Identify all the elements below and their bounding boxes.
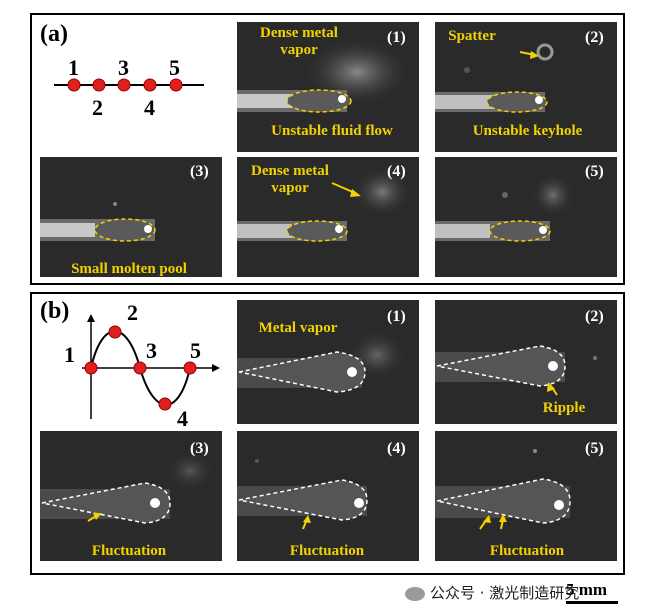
frame-b1-top-annotation: Metal vapor: [258, 320, 338, 336]
watermark-text: 公众号 · 激光制造研究: [430, 584, 580, 602]
panel-b-sine-diagram: [82, 314, 220, 419]
frame-b2-number: (2): [585, 308, 604, 325]
point-5: [183, 361, 197, 375]
point-2: [92, 78, 106, 92]
frame-b1: [237, 300, 419, 424]
frame-a1-top-annotation: Dense metal vapor: [260, 25, 338, 58]
frame-b1-number: (1): [387, 308, 406, 325]
scale-bar-line: [566, 601, 618, 604]
point-3: [117, 78, 131, 92]
diagram-a-label-4: 4: [144, 95, 155, 120]
frame-a4-number: (4): [387, 163, 406, 180]
frame-b2-bottom-annotation: Ripple: [542, 400, 586, 416]
frame-a3-bottom-annotation: Small molten pool: [71, 261, 187, 277]
frame-a5: [435, 157, 617, 277]
panel-a-label: (a): [40, 21, 68, 47]
diagram-b-label-5: 5: [190, 338, 201, 363]
point-4: [158, 397, 172, 411]
frame-a2: [435, 22, 617, 152]
diagram-b-label-1: 1: [64, 342, 75, 367]
frame-b5-bottom-annotation: Fluctuation: [489, 543, 565, 559]
frame-b5: [435, 431, 617, 561]
frame-a3-number: (3): [190, 163, 209, 180]
wechat-icon: [405, 586, 425, 601]
frame-a2-top-annotation: Spatter: [448, 28, 496, 44]
frame-a4-top-annotation: Dense metal vapor: [251, 163, 329, 196]
frame-a1: [237, 22, 419, 152]
frame-b4-bottom-annotation: Fluctuation: [289, 543, 365, 559]
scale-bar-label: 5 mm: [566, 580, 608, 599]
diagram-a-label-2: 2: [92, 95, 103, 120]
frame-b5-number: (5): [585, 440, 604, 457]
frame-a2-bottom-annotation: Unstable keyhole: [472, 123, 583, 139]
diagram-b-label-3: 3: [146, 338, 157, 363]
frame-a5-number: (5): [585, 163, 604, 180]
diagram-a-label-3: 3: [118, 55, 129, 80]
frame-b3-bottom-annotation: Fluctuation: [91, 543, 167, 559]
frame-a3: [40, 157, 222, 277]
diagram-a-label-5: 5: [169, 55, 180, 80]
frame-b3-number: (3): [190, 440, 209, 457]
point-4: [143, 78, 157, 92]
panel-a: (a) 1 2 3 4 5 (1) Dense metal vapor Unst…: [30, 13, 625, 285]
frame-a1-bottom-annotation: Unstable fluid flow: [271, 123, 393, 139]
panel-a-path-diagram: [54, 78, 204, 92]
frame-a1-number: (1): [387, 29, 406, 46]
diagram-a-label-1: 1: [68, 55, 79, 80]
frame-a4: [237, 157, 419, 277]
watermark: 公众号 · 激光制造研究: [405, 582, 579, 603]
frame-b4: [237, 431, 419, 561]
diagram-b-label-4: 4: [177, 406, 188, 431]
scale-bar: 5 mm: [566, 580, 618, 604]
point-5: [169, 78, 183, 92]
panel-b: (b) 1 2 3 4 5 (1) Metal vapor: [30, 292, 625, 575]
panel-b-label: (b): [40, 298, 70, 324]
point-3: [133, 361, 147, 375]
frame-b2: [435, 300, 617, 424]
point-2: [108, 325, 122, 339]
frame-b3: [40, 431, 222, 561]
frame-b4-number: (4): [387, 440, 406, 457]
diagram-b-label-2: 2: [127, 300, 138, 325]
frame-a2-number: (2): [585, 29, 604, 46]
point-1: [67, 78, 81, 92]
point-1: [84, 361, 98, 375]
